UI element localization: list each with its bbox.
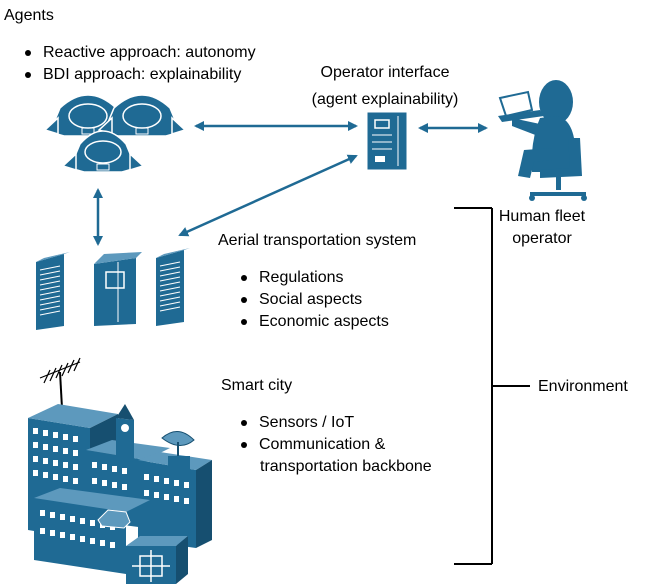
environment-label: Environment: [538, 378, 628, 395]
smart-city-bullet-list: Sensors / IoT Communication &: [238, 412, 385, 456]
environment-bracket: [454, 207, 530, 565]
human-operator-label-line1: Human fleet: [498, 208, 586, 225]
aerial-system-bullet-item: Social aspects: [238, 289, 389, 311]
agents-robot-icon: [43, 94, 187, 173]
satellite-dish-icon: [161, 431, 195, 472]
human-operator-icon: [498, 80, 587, 201]
aerial-system-bullet-list: Regulations Social aspects Economic aspe…: [238, 267, 389, 333]
human-operator-label-line2: operator: [512, 230, 572, 247]
smart-city-buildings-icon: [28, 357, 212, 584]
smart-city-title: Smart city: [221, 377, 293, 394]
aerial-system-server-rack-icon: [36, 248, 190, 330]
operator-interface-label-line1: Operator interface: [320, 64, 450, 81]
aerial-system-title: Aerial transportation system: [218, 232, 417, 249]
agents-title: Agents: [4, 7, 54, 24]
smart-city-bullet-item: Sensors / IoT: [238, 412, 385, 434]
arrow-aerial-system-operator-interface: [178, 154, 358, 237]
aerial-system-bullet-item: Economic aspects: [238, 311, 389, 333]
network-control-box-icon: [126, 536, 188, 584]
agents-bullet-item: BDI approach: explainability: [22, 64, 256, 86]
operator-interface-label-line2: (agent explainability): [311, 91, 459, 108]
antenna-icon: [39, 357, 81, 409]
arrows: [93, 121, 488, 246]
server-tower-icon: [366, 111, 408, 171]
smart-city-bullet-continuation: transportation backbone: [260, 458, 432, 475]
agents-bullet-item: Reactive approach: autonomy: [22, 42, 256, 64]
agents-bullet-list: Reactive approach: autonomy BDI approach…: [22, 42, 256, 86]
aerial-system-bullet-item: Regulations: [238, 267, 389, 289]
smart-city-bullet-item: Communication &: [238, 434, 385, 456]
